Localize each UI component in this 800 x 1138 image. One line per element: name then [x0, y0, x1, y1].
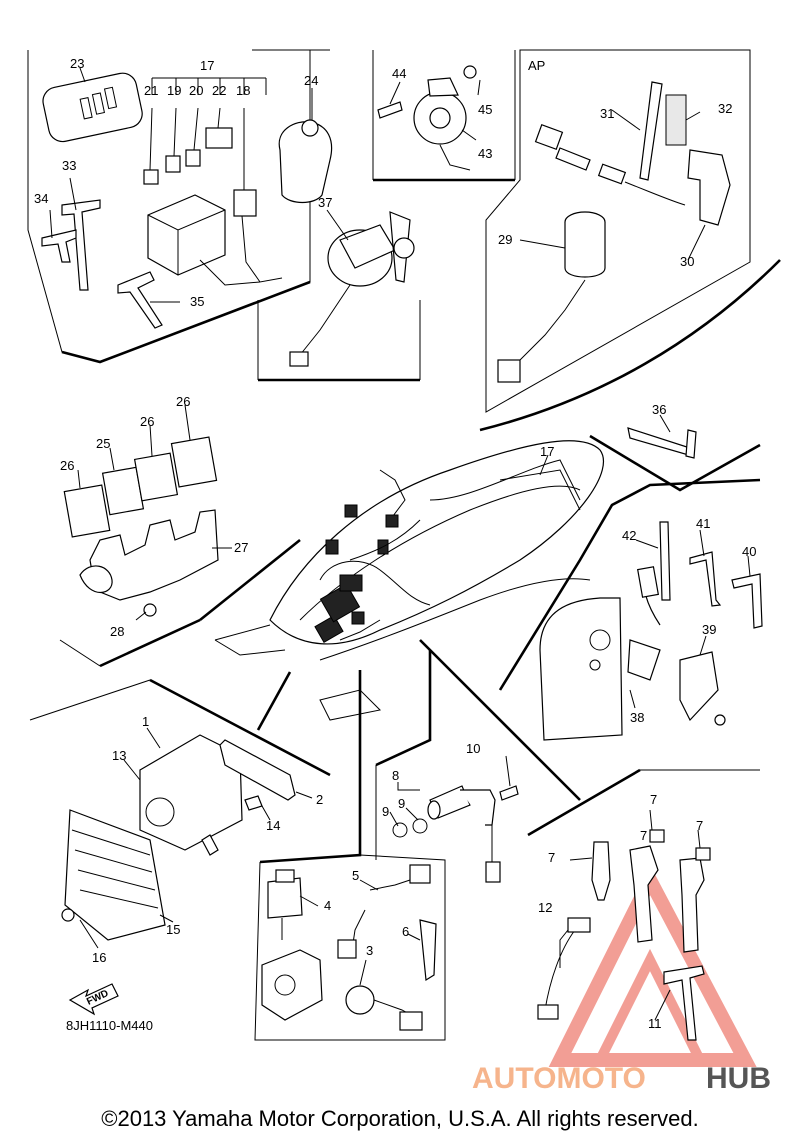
fwd-arrow — [68, 983, 119, 1016]
callout: 35 — [190, 294, 204, 309]
callout: 9 — [398, 796, 405, 811]
machine-outline — [214, 440, 605, 721]
callout: 3 — [366, 943, 373, 958]
ap-label: AP — [528, 58, 545, 73]
callout: 7 — [650, 792, 657, 807]
callout: 43 — [478, 146, 492, 161]
parts-diagram: 23 17 21 19 20 22 18 24 44 45 43 31 32 3… — [27, 49, 781, 1095]
callout: 5 — [352, 868, 359, 883]
group-36 — [499, 414, 761, 511]
callout: 39 — [702, 622, 716, 637]
callout: 15 — [166, 922, 180, 937]
group-sensor — [375, 650, 519, 883]
group-top-left — [27, 50, 311, 364]
callout: 10 — [466, 741, 480, 756]
callout: 4 — [324, 898, 331, 913]
callout: 28 — [110, 624, 124, 639]
group-switch — [372, 50, 516, 182]
callout: 17 — [540, 444, 554, 459]
callout: 27 — [234, 540, 248, 555]
callout: 6 — [402, 924, 409, 939]
callout: 41 — [696, 516, 710, 531]
callout: 8 — [392, 768, 399, 783]
callout: 1 — [142, 714, 149, 729]
diagram-code: 8JH1110-M440 — [66, 1018, 153, 1033]
callout: 40 — [742, 544, 756, 559]
watermark-text-b: HUB — [706, 1062, 771, 1095]
callout: 7 — [640, 828, 647, 843]
callout: 25 — [96, 436, 110, 451]
callout: 7 — [548, 850, 555, 865]
callout: 12 — [538, 900, 552, 915]
callout: 26 — [176, 394, 190, 409]
callout: 11 — [648, 1016, 662, 1031]
callout: 23 — [70, 56, 84, 71]
group-ignition — [257, 209, 421, 382]
callout: 14 — [266, 818, 280, 833]
callout: 36 — [652, 402, 666, 417]
group-lower-left — [29, 671, 331, 949]
callout: 29 — [498, 232, 512, 247]
callout: 33 — [62, 158, 76, 173]
callout: 21 — [144, 83, 158, 98]
group-plug-caps — [419, 639, 760, 1041]
callout: 17 — [200, 58, 214, 73]
callout: 13 — [112, 748, 126, 763]
callout: 44 — [392, 66, 406, 81]
part-24 — [252, 49, 333, 204]
callout: 31 — [600, 106, 614, 121]
callout: 30 — [680, 254, 694, 269]
group-right — [498, 478, 763, 741]
callout: 38 — [630, 710, 644, 725]
watermark-logo — [548, 864, 757, 1067]
callout: 37 — [318, 195, 332, 210]
copyright-footer: ©2013 Yamaha Motor Corporation, U.S.A. A… — [101, 1106, 699, 1131]
callout: 32 — [718, 101, 732, 116]
group-ap — [479, 49, 781, 432]
callout: 7 — [696, 818, 703, 833]
callout: 26 — [60, 458, 74, 473]
callout: 22 — [212, 83, 226, 98]
callout: 20 — [189, 83, 203, 98]
callout: 34 — [34, 191, 48, 206]
callout: 26 — [140, 414, 154, 429]
callout: 42 — [622, 528, 636, 543]
watermark-text-a: AUTOMOTO — [472, 1062, 646, 1095]
callout: 24 — [304, 73, 318, 88]
callout: 45 — [478, 102, 492, 117]
group-bottom-center — [254, 670, 446, 1041]
group-relays — [59, 404, 301, 668]
callout: 16 — [92, 950, 106, 965]
callout-labels: 23 17 21 19 20 22 18 24 44 45 43 31 32 3… — [34, 56, 756, 1031]
callout: 19 — [167, 83, 181, 98]
callout: 18 — [236, 83, 250, 98]
callout: 2 — [316, 792, 323, 807]
callout: 9 — [382, 804, 389, 819]
